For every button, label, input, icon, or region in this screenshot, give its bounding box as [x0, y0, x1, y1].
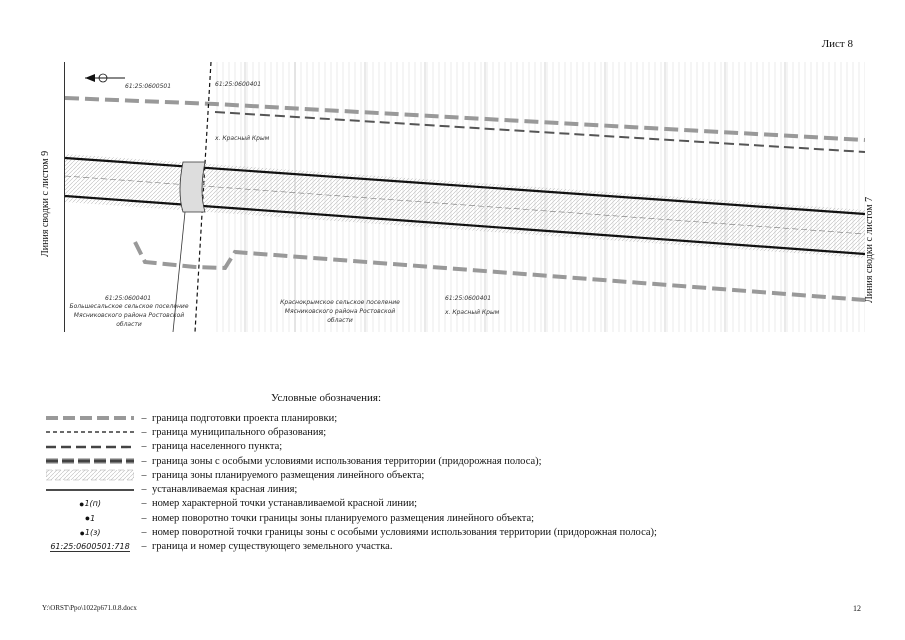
- match-line-left: Линия сводки с листом 9: [40, 150, 51, 258]
- legend-text: граница и номер существующего земельного…: [152, 541, 393, 553]
- legend: – граница подготовки проекта планировки;…: [44, 411, 804, 554]
- point-label: 1: [90, 513, 96, 523]
- legend-text: граница зоны планируемого размещения лин…: [152, 469, 425, 481]
- legend-symbol: [44, 411, 136, 425]
- parcel-label-top-mid: 61:25:0600401: [215, 81, 262, 88]
- legend-dash: –: [141, 498, 147, 510]
- footer-file-path: Y:\ORST\Ppo\1022p671.0.8.docx: [42, 604, 137, 612]
- legend-symbol: ●1: [84, 513, 96, 524]
- planning-boundary-top: [64, 96, 866, 142]
- legend-symbol: [44, 425, 136, 439]
- side-road: [172, 211, 186, 333]
- legend-title: Условные обозначения:: [271, 392, 382, 404]
- parcel-label-bottom-left: 61:25:0600401: [105, 295, 152, 302]
- legend-dash: –: [141, 527, 147, 539]
- legend-dash: –: [141, 469, 147, 481]
- parcel-label-bottom-mid: 61:25:0600401: [445, 295, 492, 302]
- intersection: [179, 161, 206, 213]
- sheet-number: Лист 8: [821, 38, 853, 50]
- planning-boundary-bottom: [133, 241, 866, 302]
- legend-item: ●1(п) – номер характерной точки устанавл…: [44, 497, 804, 511]
- village-label-bottom: х. Красный Крым: [445, 309, 500, 316]
- legend-text: граница муниципального образования;: [152, 426, 327, 438]
- legend-symbol: [44, 454, 136, 468]
- road-centerline: [64, 175, 866, 235]
- legend-item: – граница зоны с особыми условиями испол…: [44, 454, 804, 468]
- legend-dash: –: [141, 512, 147, 524]
- legend-symbol: [44, 483, 136, 497]
- legend-item: – устанавливаемая красная линия;: [44, 482, 804, 496]
- legend-text: граница зоны с особыми условиями использ…: [152, 455, 542, 467]
- legend-text: номер поворотной точки границы зоны с ос…: [152, 527, 657, 539]
- point-label: 1(п): [84, 499, 101, 509]
- village-label-top: х. Красный Крым: [215, 135, 270, 142]
- legend-item: ●1(з) – номер поворотной точки границы з…: [44, 525, 804, 539]
- page-number: 12: [853, 604, 861, 613]
- road-zone-band: [65, 154, 865, 258]
- legend-dash: –: [141, 455, 147, 467]
- legend-text: номер характерной точки устанавливаемой …: [152, 498, 418, 510]
- legend-item: ●1 – номер поворотно точки границы зоны …: [44, 511, 804, 525]
- match-line-right: Линия сводки с листом 7: [864, 196, 875, 304]
- legend-symbol: 61:25:0600501:718: [44, 540, 136, 554]
- settlement-label-mid: Краснокрымское сельское поселение Мясник…: [280, 299, 400, 324]
- point-label: 1(з): [84, 528, 101, 538]
- legend-symbol: [44, 468, 136, 482]
- legend-item: – граница зоны планируемого размещения л…: [44, 468, 804, 482]
- legend-symbol: [44, 440, 136, 454]
- legend-dash: –: [141, 441, 147, 453]
- legend-item: 61:25:0600501:718 – граница и номер суще…: [44, 540, 804, 554]
- legend-dash: –: [141, 412, 147, 424]
- legend-symbol: ●1(п): [79, 498, 101, 509]
- legend-dash: –: [141, 541, 147, 553]
- legend-dash: –: [141, 484, 147, 496]
- north-arrow-icon: [85, 73, 125, 83]
- legend-text: номер поворотно точки границы зоны плани…: [152, 512, 535, 524]
- road-plan-drawing: [64, 61, 866, 333]
- legend-dash: –: [141, 426, 147, 438]
- settlement-boundary: [214, 111, 866, 153]
- settlement-label-left: Большесальское сельское поселение Мясник…: [69, 303, 189, 328]
- legend-text: граница населенного пункта;: [152, 441, 283, 453]
- legend-symbol: ●1(з): [79, 527, 101, 538]
- parcel-number-label: 61:25:0600501:718: [50, 541, 130, 552]
- legend-item: – граница подготовки проекта планировки;: [44, 411, 804, 425]
- map-area: 61:25:0600501 61:25:0600401 х. Красный К…: [64, 61, 866, 333]
- legend-item: – граница муниципального образования;: [44, 425, 804, 439]
- legend-item: – граница населенного пункта;: [44, 440, 804, 454]
- parcel-label-top-left: 61:25:0600501: [125, 83, 172, 90]
- legend-text: граница подготовки проекта планировки;: [152, 412, 338, 424]
- legend-text: устанавливаемая красная линия;: [152, 484, 298, 496]
